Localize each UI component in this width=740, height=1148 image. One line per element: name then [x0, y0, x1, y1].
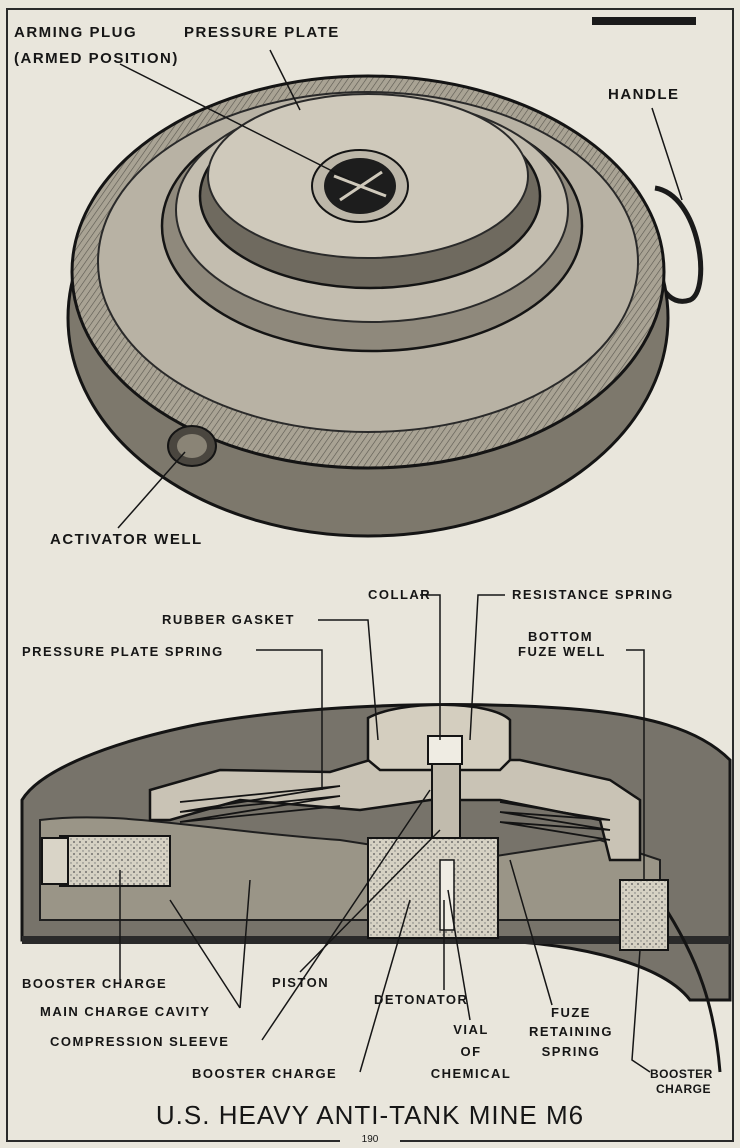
- label-fuze: FUZE: [551, 1005, 591, 1020]
- booster-charge-right: [619, 879, 669, 951]
- label-vial: VIAL: [453, 1022, 489, 1037]
- label-collar: COLLAR: [368, 587, 432, 602]
- label-booster-charge-left: BOOSTER CHARGE: [22, 976, 168, 991]
- label-booster: BOOSTER: [650, 1067, 713, 1081]
- label-bottom: BOTTOM: [528, 629, 594, 644]
- label-pressure-plate: PRESSURE PLATE: [184, 24, 340, 41]
- redaction-bar: [592, 17, 696, 25]
- mine-cutaway-view: [20, 594, 732, 1073]
- label-arming-plug: ARMING PLUG: [14, 24, 138, 41]
- label-rubber-gasket: RUBBER GASKET: [162, 612, 295, 627]
- label-armed-position: (ARMED POSITION): [14, 50, 179, 67]
- booster-charge-center: [367, 837, 499, 939]
- label-compression-sleeve: COMPRESSION SLEEVE: [50, 1034, 230, 1049]
- label-fuze-well: FUZE WELL: [518, 644, 606, 659]
- label-charge: CHARGE: [656, 1082, 712, 1096]
- booster-charge-left: [59, 835, 171, 887]
- label-activator-well: ACTIVATOR WELL: [50, 531, 203, 548]
- label-retaining: RETAINING: [528, 1024, 614, 1039]
- label-of: OF: [460, 1044, 482, 1059]
- label-pressure-plate-spring: PRESSURE PLATE SPRING: [22, 644, 224, 659]
- label-handle: HANDLE: [608, 86, 680, 103]
- vial-of-chemical: [439, 859, 455, 931]
- pressure-plate-spring: [179, 785, 611, 841]
- label-piston: PISTON: [272, 975, 330, 990]
- page-number: 190: [340, 1134, 400, 1145]
- page-title: U.S. HEAVY ANTI-TANK MINE M6: [155, 1100, 585, 1130]
- label-booster-charge-bottom: BOOSTER CHARGE: [192, 1066, 338, 1081]
- label-main-charge-cavity: MAIN CHARGE CAVITY: [40, 1004, 211, 1019]
- label-chemical: CHEMICAL: [430, 1066, 512, 1081]
- label-spring: SPRING: [541, 1044, 601, 1059]
- label-resistance-spring: RESISTANCE SPRING: [512, 587, 674, 602]
- label-detonator: DETONATOR: [374, 992, 469, 1007]
- mine-exterior-view: [66, 49, 704, 538]
